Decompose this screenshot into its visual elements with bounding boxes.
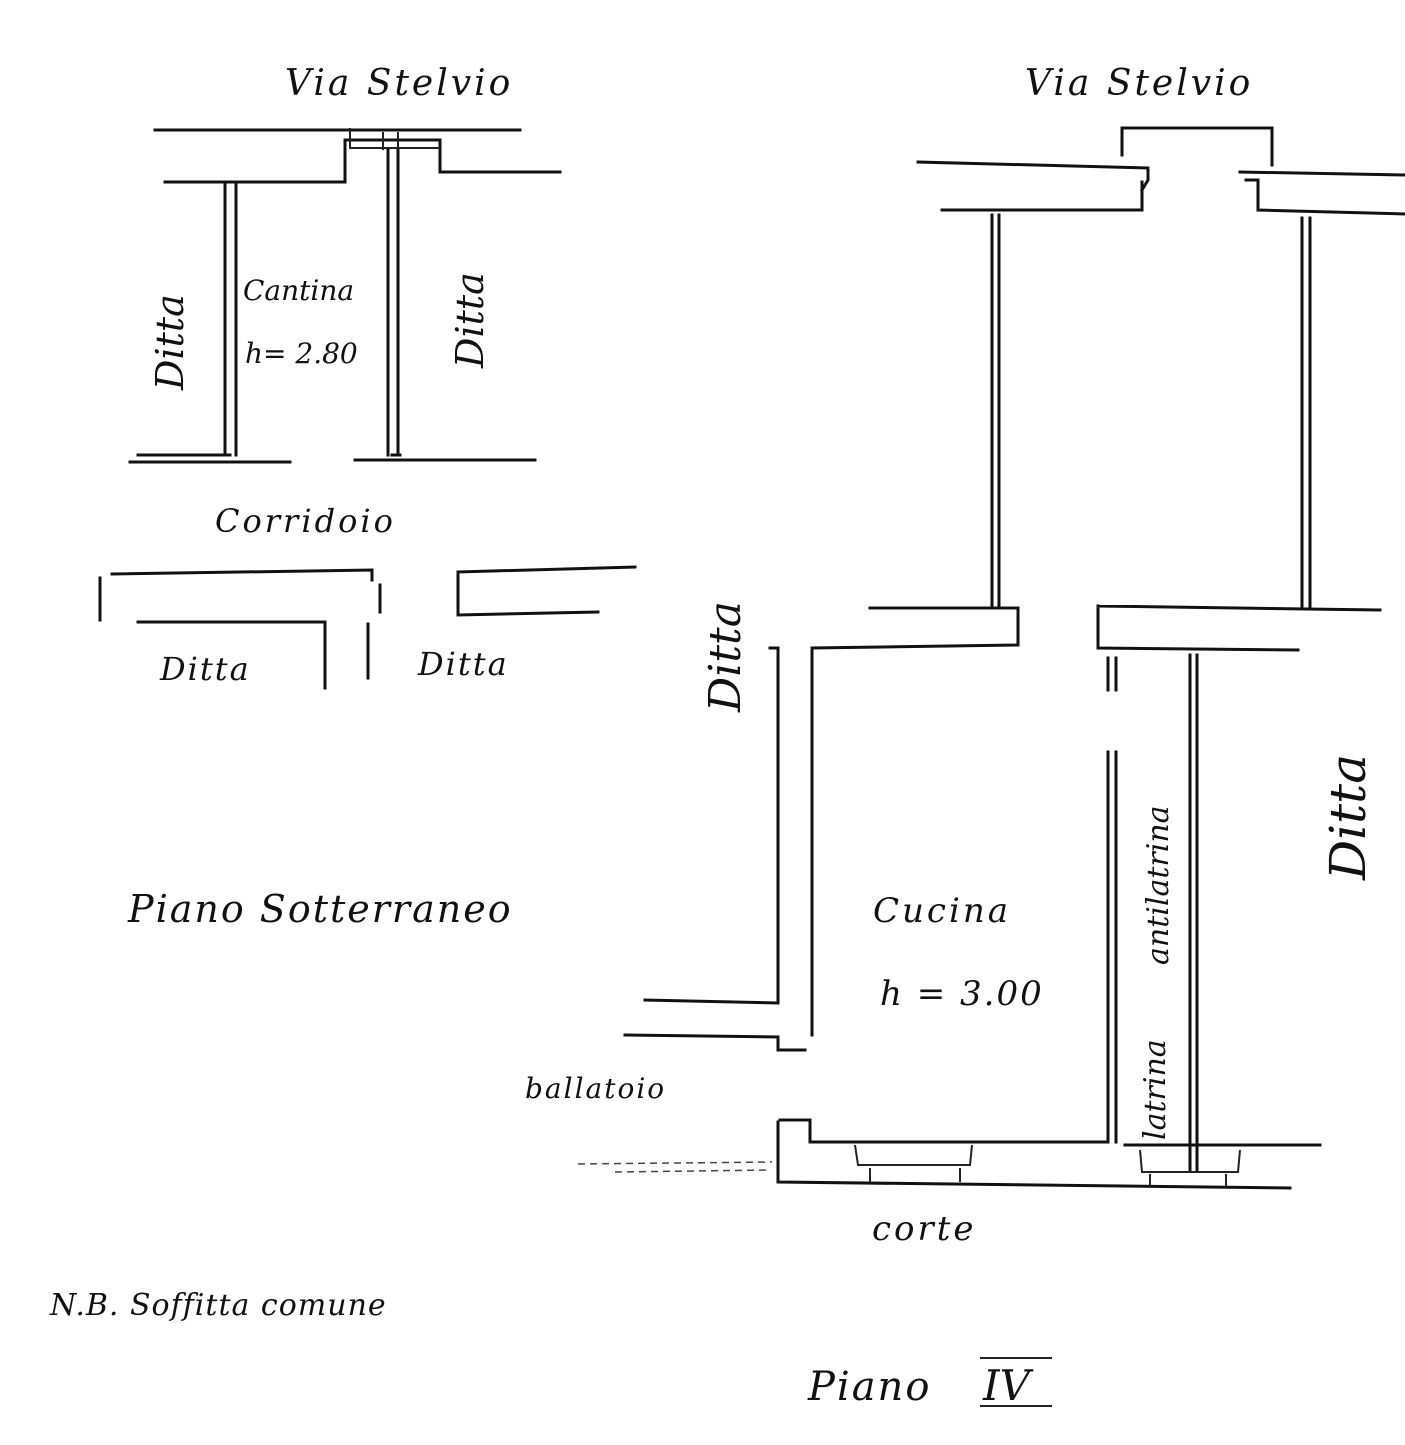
basement-bottom-left-neighbor-label: Ditta: [159, 650, 251, 688]
basement-bottom-right-neighbor-label: Ditta: [417, 645, 509, 683]
corridor-label: Corridoio: [215, 502, 396, 540]
courtyard-label: corte: [872, 1209, 977, 1249]
basement-height-label: h= 2.80: [245, 337, 358, 370]
fourth-floor-caption-prefix: Piano: [807, 1364, 931, 1410]
attic-note: N.B. Soffitta comune: [49, 1288, 387, 1323]
basement-left-neighbor-label: Ditta: [148, 294, 192, 391]
basement-plan: [98, 128, 637, 690]
antiwc-label: antilatrina: [1141, 805, 1176, 965]
basement-street-label: Via Stelvio: [285, 63, 513, 104]
basement-caption: Piano Sotterraneo: [127, 887, 513, 931]
fourth-floor-left-neighbor-label: Ditta: [700, 601, 751, 713]
fourth-floor-plan: [577, 126, 1405, 1190]
numeral-overline: [980, 1357, 1052, 1407]
kitchen-height-label: h = 3.00: [880, 974, 1044, 1014]
kitchen-label: Cucina: [873, 891, 1011, 931]
fourth-floor-caption-numeral: IV: [982, 1361, 1034, 1410]
basement-room-label: Cantina: [243, 274, 354, 307]
fourth-floor-street-label: Via Stelvio: [1025, 63, 1253, 104]
basement-right-neighbor-label: Ditta: [448, 272, 492, 369]
fourth-floor-right-neighbor-label: Ditta: [1319, 754, 1377, 881]
wc-label: latrina: [1138, 1039, 1173, 1140]
balcony-label: ballatoio: [525, 1072, 666, 1105]
